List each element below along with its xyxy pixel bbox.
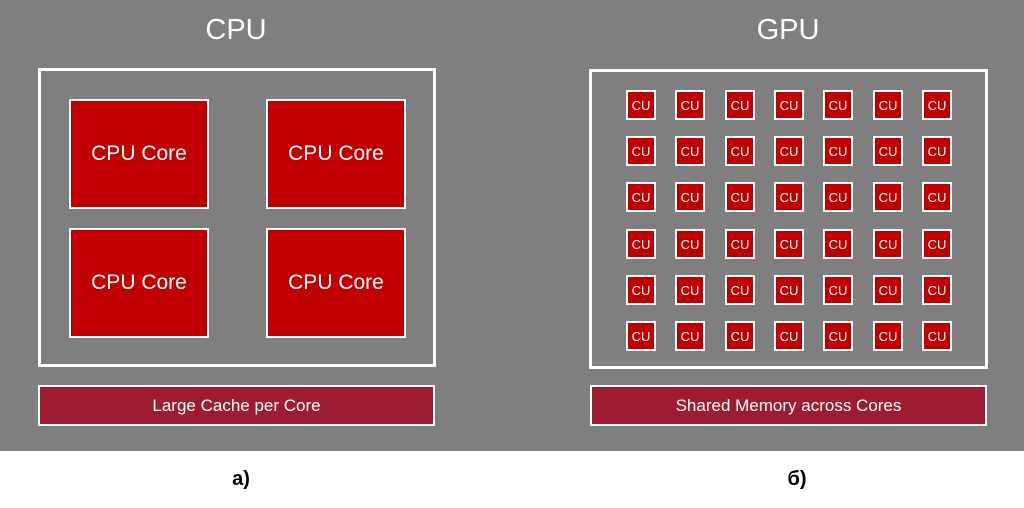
compute-unit: CU bbox=[774, 90, 804, 120]
compute-unit: CU bbox=[873, 275, 903, 305]
compute-unit: CU bbox=[873, 321, 903, 351]
cpu-core: CPU Core bbox=[69, 228, 209, 338]
compute-unit: CU bbox=[626, 90, 656, 120]
compute-unit: CU bbox=[626, 321, 656, 351]
compute-unit: CU bbox=[675, 136, 705, 166]
compute-unit: CU bbox=[823, 90, 853, 120]
compute-unit: CU bbox=[626, 136, 656, 166]
compute-unit: CU bbox=[675, 321, 705, 351]
compute-unit: CU bbox=[774, 321, 804, 351]
compute-unit: CU bbox=[675, 90, 705, 120]
cpu-caption: а) bbox=[232, 468, 250, 490]
compute-unit: CU bbox=[922, 229, 952, 259]
compute-unit: CU bbox=[626, 229, 656, 259]
compute-unit: CU bbox=[873, 90, 903, 120]
compute-unit: CU bbox=[774, 136, 804, 166]
gpu-shared-memory-bar: Shared Memory across Cores bbox=[590, 385, 987, 426]
compute-unit: CU bbox=[823, 229, 853, 259]
compute-unit: CU bbox=[725, 275, 755, 305]
cpu-core: CPU Core bbox=[266, 99, 406, 209]
gpu-title: GPU bbox=[756, 14, 820, 46]
compute-unit: CU bbox=[675, 275, 705, 305]
compute-unit: CU bbox=[774, 182, 804, 212]
compute-unit: CU bbox=[725, 136, 755, 166]
gpu-caption: б) bbox=[787, 468, 807, 490]
compute-unit: CU bbox=[725, 321, 755, 351]
compute-unit: CU bbox=[725, 90, 755, 120]
cpu-title: CPU bbox=[205, 14, 267, 46]
compute-unit: CU bbox=[922, 182, 952, 212]
compute-unit: CU bbox=[873, 229, 903, 259]
compute-unit: CU bbox=[725, 182, 755, 212]
compute-unit: CU bbox=[922, 90, 952, 120]
compute-unit: CU bbox=[823, 136, 853, 166]
compute-unit: CU bbox=[922, 136, 952, 166]
cpu-core: CPU Core bbox=[69, 99, 209, 209]
compute-unit: CU bbox=[675, 182, 705, 212]
compute-unit: CU bbox=[725, 229, 755, 259]
compute-unit: CU bbox=[823, 275, 853, 305]
compute-unit: CU bbox=[774, 275, 804, 305]
compute-unit: CU bbox=[626, 275, 656, 305]
compute-unit: CU bbox=[823, 321, 853, 351]
compute-unit: CU bbox=[922, 275, 952, 305]
gpu-frame: CU CU CU CU CU CU CU CU CU CU CU CU CU CU CU CU CU CU CU CU… bbox=[589, 69, 988, 369]
compute-unit: CU bbox=[873, 136, 903, 166]
compute-unit: CU bbox=[823, 182, 853, 212]
compute-unit: CU bbox=[774, 229, 804, 259]
cpu-cache-bar: Large Cache per Core bbox=[38, 385, 435, 426]
compute-unit: CU bbox=[873, 182, 903, 212]
compute-unit: CU bbox=[626, 182, 656, 212]
compute-unit: CU bbox=[675, 229, 705, 259]
cpu-core: CPU Core bbox=[266, 228, 406, 338]
compute-unit: CU bbox=[922, 321, 952, 351]
